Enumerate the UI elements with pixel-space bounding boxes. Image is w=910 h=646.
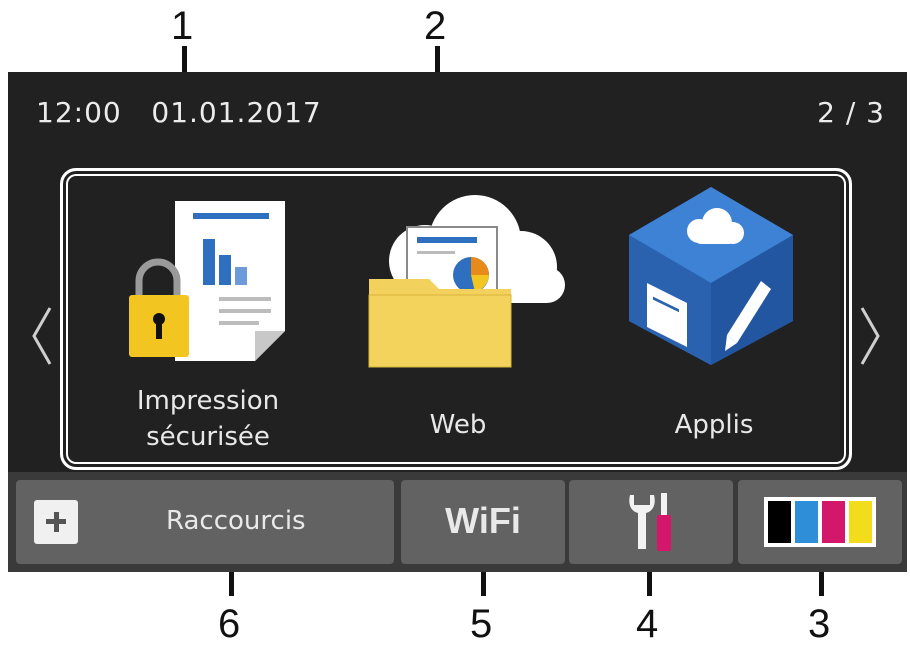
shortcuts-label: Raccourcis [166,506,306,536]
tile-web-label: Web [429,410,487,440]
callout-4-line [647,560,652,596]
callout-6-line [229,560,234,596]
web-folder-icon [368,195,565,368]
settings-button[interactable] [569,480,733,564]
tile-secure-print-label: Impression sécurisée [136,386,280,452]
secure-print-icon [129,201,285,361]
wifi-button[interactable]: WiFi [401,480,565,564]
callout-2: 2 [424,4,447,48]
callout-3: 3 [808,602,831,646]
tile-apps-label: Applis [674,410,754,440]
bottom-toolbar: Raccourcis WiFi [8,472,907,572]
callout-4: 4 [636,602,659,646]
page-indicator: 2 / 3 [817,96,885,129]
chevron-right-icon[interactable] [858,304,882,368]
shortcuts-button[interactable]: Raccourcis [16,480,394,564]
function-icons-group: Impression sécurisée Web [60,168,852,470]
toner-icon [764,497,876,547]
plus-icon [34,500,78,544]
wifi-label: WiFi [445,500,521,541]
touchscreen: 12:00 01.01.2017 2 / 3 [8,72,907,572]
callout-3-line [819,560,824,596]
chevron-left-icon[interactable] [30,304,54,368]
callout-1-line [182,46,187,90]
date-time: 12:00 01.01.2017 [36,96,322,129]
callout-6: 6 [218,602,241,646]
tile-secure-print[interactable]: Impression sécurisée [93,171,323,467]
apps-cube-icon [629,187,793,365]
tile-apps[interactable]: Applis [599,171,829,467]
callout-5-line [481,560,486,596]
callout-1: 1 [171,4,194,48]
tools-icon [629,493,671,551]
toner-button[interactable] [738,480,902,564]
tile-web[interactable]: Web [343,171,573,467]
callout-5: 5 [470,602,493,646]
